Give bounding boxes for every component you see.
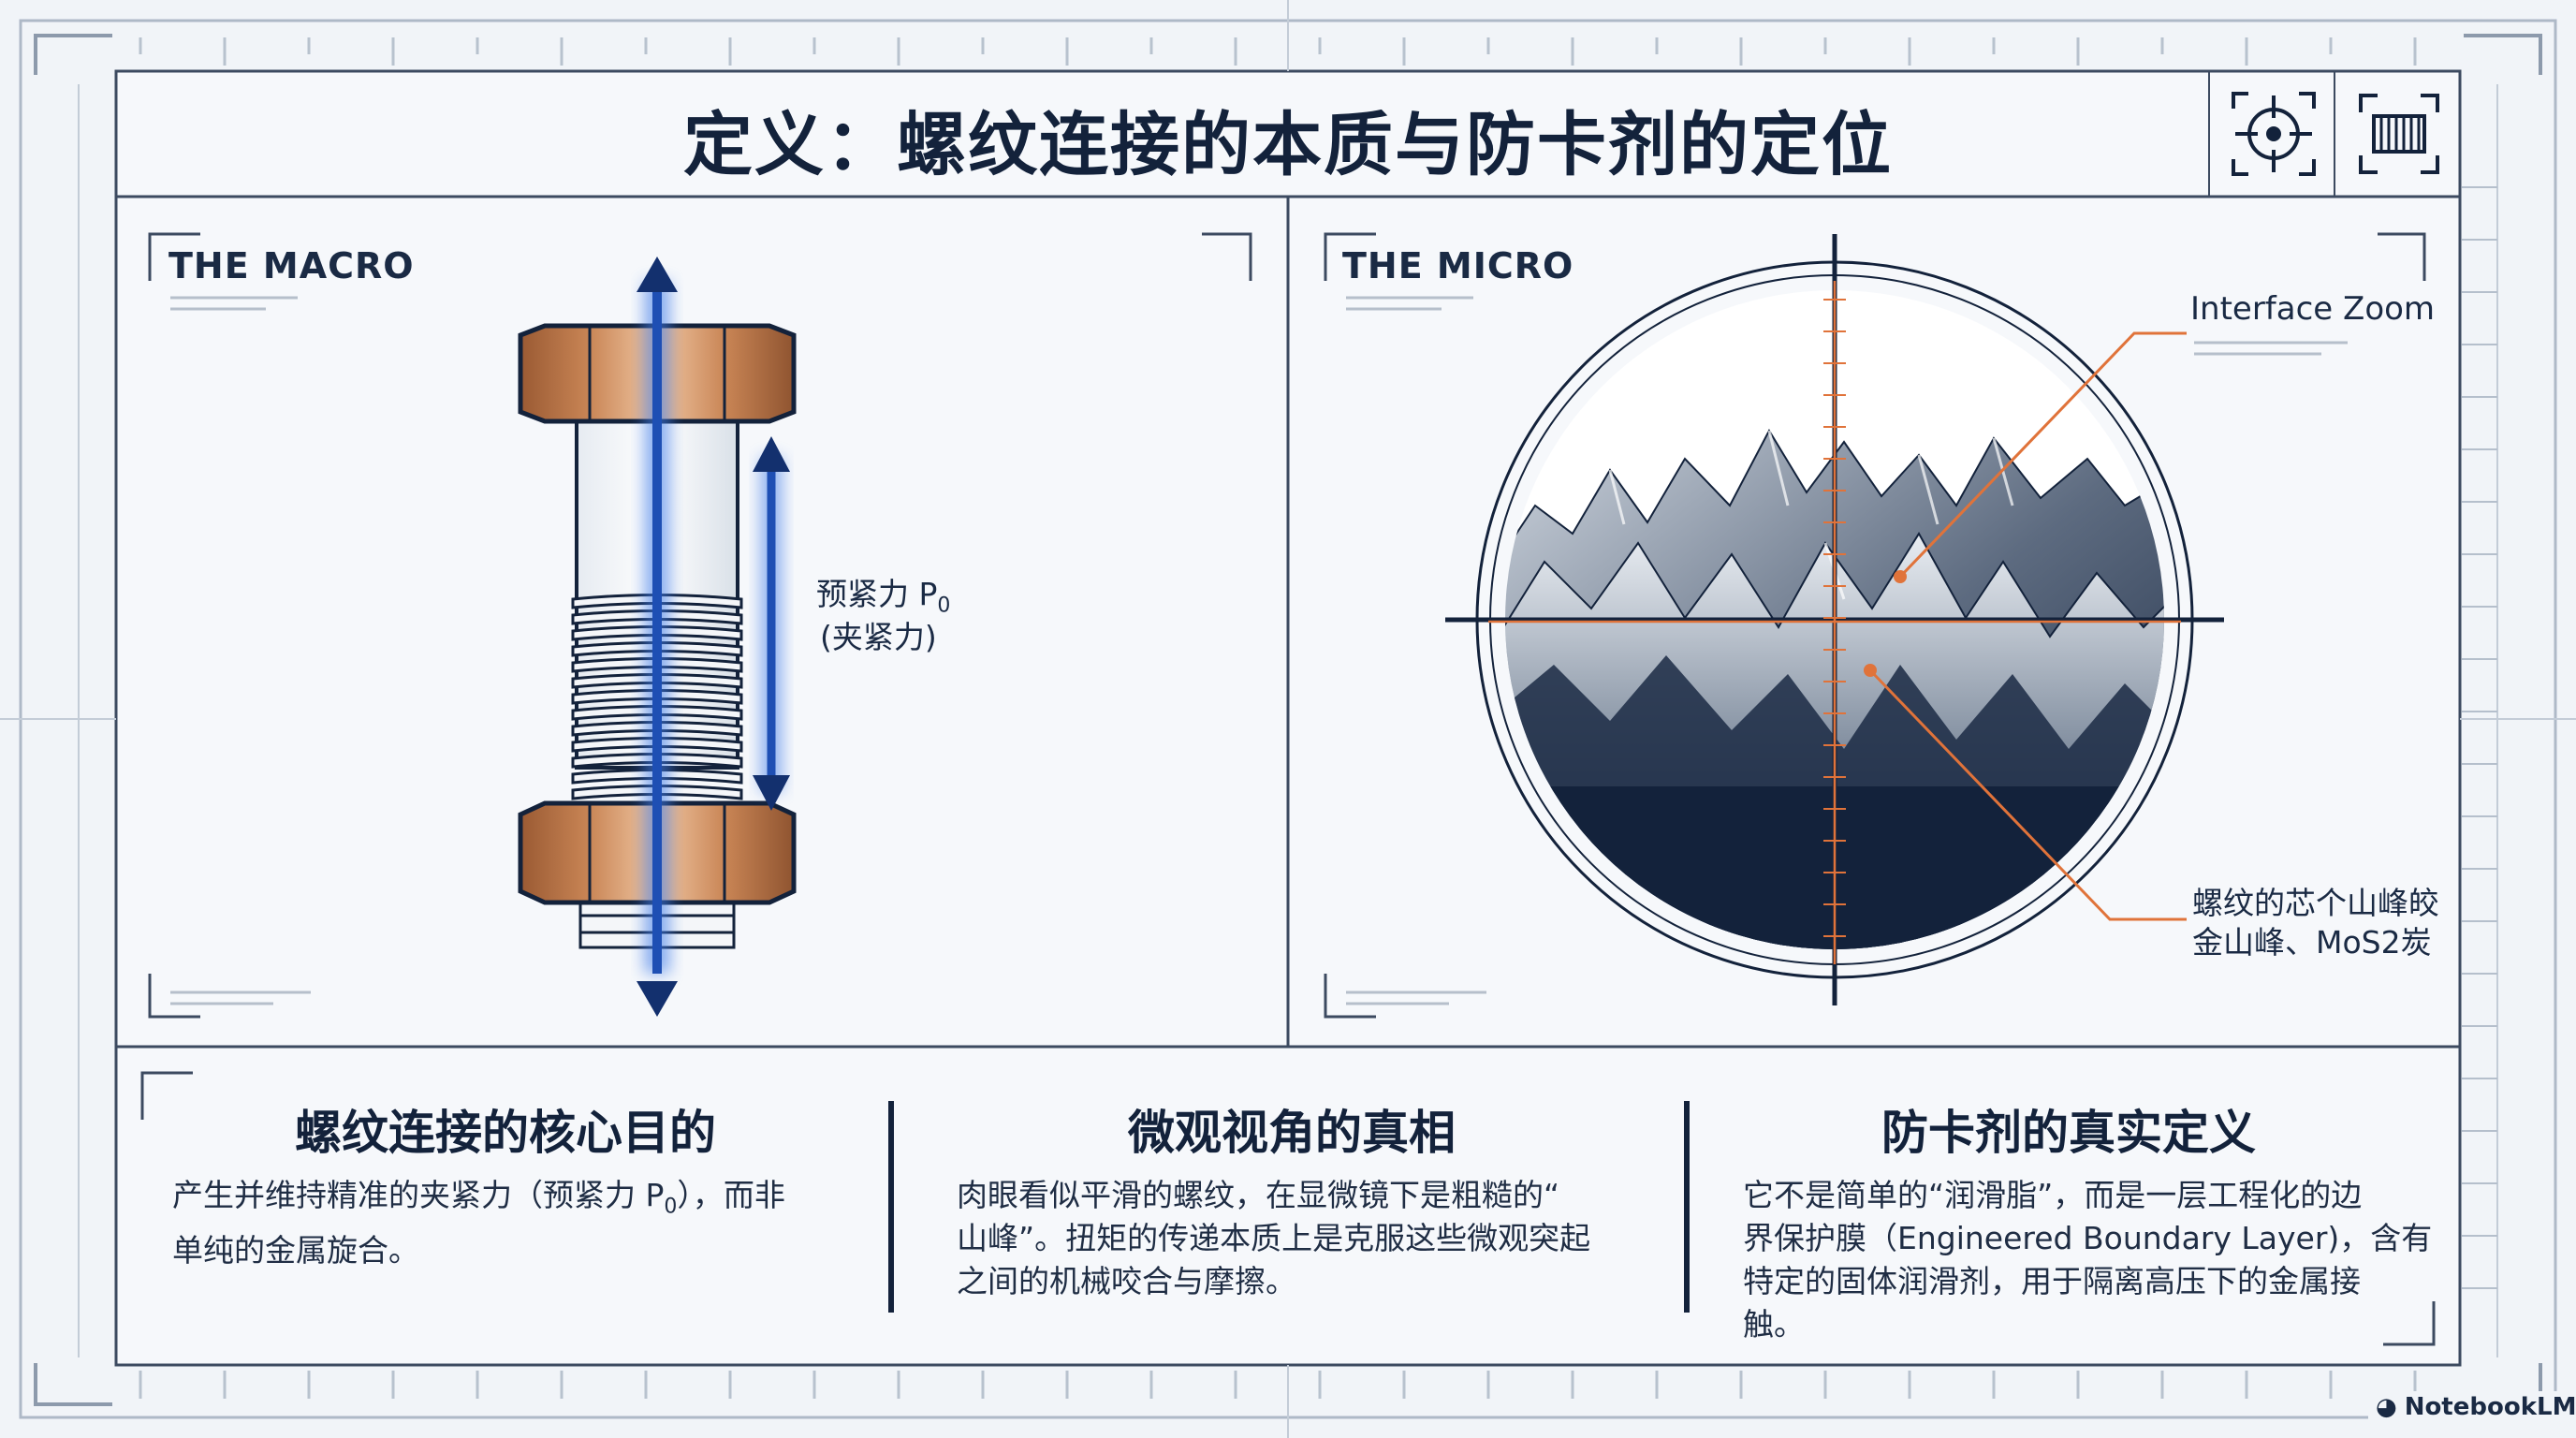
- preload-text: 预紧力 P: [816, 576, 938, 612]
- page-title: 定义：螺纹连接的本质与防卡剂的定位: [683, 105, 1893, 185]
- section-1-line-1: 产生并维持精准的夹紧力（预紧力 P0），而非: [172, 1174, 865, 1229]
- section-2-heading: 微观视角的真相: [1128, 1106, 1456, 1160]
- brand-name: NotebookLM: [2404, 1393, 2576, 1421]
- interface-zoom-label: Interface Zoom: [2190, 290, 2436, 328]
- microscope-view: [1445, 234, 2224, 1005]
- section-1-line-2: 单纯的金属旋合。: [172, 1231, 419, 1269]
- section-1-line-1-text: 产生并维持精准的夹紧力（预紧力 P: [172, 1177, 665, 1213]
- micro-label: THE MICRO: [1342, 245, 1574, 286]
- thread-zoom-icon[interactable]: [2340, 75, 2458, 193]
- section-3-heading: 防卡剂的真实定义: [1881, 1106, 2256, 1160]
- micro-callout-line1: 螺纹的芯个山峰皎: [2192, 885, 2439, 921]
- macro-label: THE MACRO: [168, 245, 415, 286]
- section-3-line-2: 界保护膜（Engineered Boundary Layer)，含有: [1743, 1220, 2433, 1256]
- clamp-force-note: (夹紧力): [820, 619, 937, 655]
- brand-badge[interactable]: ◕NotebookLM: [2368, 1391, 2576, 1423]
- section-1-body: 产生并维持精准的夹紧力（预紧力 P0），而非 单纯的金属旋合。: [172, 1174, 865, 1272]
- section-3-line-3: 特定的固体润滑剂，用于隔离高压下的金属接: [1743, 1263, 2361, 1299]
- section-2-line-3: 之间的机械咬合与摩擦。: [957, 1263, 1296, 1299]
- section-2-body: 肉眼看似平滑的螺纹，在显微镜下是粗糙的“ 山峰”。扭矩的传递本质上是克服这些微观…: [957, 1174, 1668, 1303]
- section-1-line-1-end: ），而非: [677, 1177, 785, 1213]
- section-1-subscript: 0: [664, 1195, 678, 1219]
- crosshair-icon[interactable]: [2215, 75, 2333, 193]
- preload-label: 预紧力 P0: [816, 575, 950, 626]
- bolt-illustration: [518, 257, 797, 1017]
- section-2-line-1: 肉眼看似平滑的螺纹，在显微镜下是粗糙的“: [957, 1177, 1560, 1213]
- section-1-heading: 螺纹连接的核心目的: [295, 1106, 716, 1160]
- notebooklm-logo-icon: ◕: [2376, 1393, 2397, 1421]
- section-3-line-1: 它不是简单的“润滑脂”，而是一层工程化的边: [1743, 1177, 2363, 1213]
- section-3-line-4: 触。: [1743, 1306, 1805, 1343]
- section-3-body: 它不是简单的“润滑脂”，而是一层工程化的边 界保护膜（Engineered Bo…: [1743, 1174, 2436, 1346]
- section-2-line-2: 山峰”。扭矩的传递本质上是克服这些微观突起: [957, 1220, 1591, 1256]
- preload-subscript: 0: [937, 594, 951, 618]
- micro-callout-line2: 金山峰、MoS2炭: [2192, 924, 2432, 961]
